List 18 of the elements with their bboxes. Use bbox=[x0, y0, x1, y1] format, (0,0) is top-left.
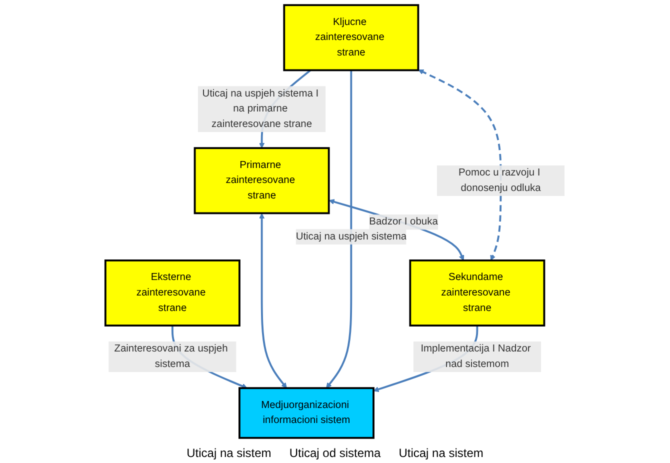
edge-label: Uticaj na uspjeh sistema bbox=[296, 231, 407, 242]
edge-label: Uticaj na uspjeh sistema I na primarne zainteresovane strane bbox=[202, 88, 319, 130]
note-text: Uticaj na sistem bbox=[186, 446, 272, 460]
note-text: Uticaj na sistem bbox=[398, 446, 484, 460]
arrow bbox=[418, 69, 502, 261]
arrow bbox=[326, 70, 352, 388]
edge-label: Zainteresovani za uspjeh sistema bbox=[114, 343, 228, 370]
node-box: Medjuorganizacioni informacioni sistem bbox=[238, 387, 374, 439]
node-box: Eksterne zainteresovane strane bbox=[104, 259, 240, 326]
arrow bbox=[328, 199, 464, 261]
edge-label: Badzor I obuka bbox=[369, 216, 438, 228]
node-box: Primarne zainteresovane strane bbox=[194, 147, 330, 214]
edge-label: Pomoc u razvoju I donosenju odluka bbox=[458, 167, 541, 194]
node-box: Sekundame zainteresovane strane bbox=[409, 259, 546, 326]
edge-label: Implementacija I Nadzor nad sistemom bbox=[420, 343, 531, 370]
arrow bbox=[259, 213, 287, 388]
node-box: Kljucne zainteresovane strane bbox=[283, 4, 420, 72]
note-text: Uticaj od sistema bbox=[289, 446, 381, 460]
